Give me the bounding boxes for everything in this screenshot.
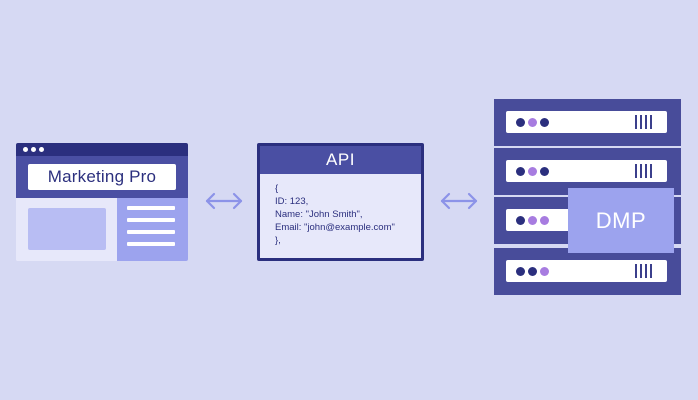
window-dot-icon bbox=[31, 147, 36, 152]
marketing-pro-window: Marketing Pro bbox=[16, 143, 188, 261]
vent-bar bbox=[650, 264, 652, 278]
server-front-panel bbox=[506, 260, 667, 282]
window-header: Marketing Pro bbox=[16, 156, 188, 198]
vent-bar bbox=[635, 115, 637, 129]
api-payload-area: { ID: 123, Name: "John Smith", Email: "john… bbox=[260, 174, 421, 258]
code-line: { bbox=[275, 183, 279, 194]
text-line bbox=[127, 218, 175, 222]
window-title-bar bbox=[16, 143, 188, 156]
image-placeholder bbox=[28, 208, 106, 250]
status-led-icon bbox=[516, 216, 525, 225]
bidirectional-arrow-icon bbox=[205, 192, 243, 210]
vent-bars-icon bbox=[635, 164, 652, 178]
status-led-icon bbox=[516, 267, 525, 276]
status-led-icon bbox=[540, 167, 549, 176]
status-led-icon bbox=[540, 216, 549, 225]
status-led-icon bbox=[516, 118, 525, 127]
status-led-icon bbox=[528, 118, 537, 127]
vent-bar bbox=[645, 164, 647, 178]
api-title: API bbox=[260, 146, 421, 174]
vent-bars-icon bbox=[635, 115, 652, 129]
window-dot-icon bbox=[39, 147, 44, 152]
window-dot-icon bbox=[23, 147, 28, 152]
text-line bbox=[127, 230, 175, 234]
vent-bar bbox=[645, 115, 647, 129]
text-line bbox=[127, 206, 175, 210]
json-payload: { ID: 123, Name: "John Smith", Email: "john… bbox=[275, 182, 395, 247]
vent-bar bbox=[635, 164, 637, 178]
status-led-icon bbox=[540, 118, 549, 127]
app-title: Marketing Pro bbox=[28, 164, 176, 190]
status-led-icon bbox=[540, 267, 549, 276]
dmp-label: DMP bbox=[568, 188, 674, 253]
vent-bars-icon bbox=[635, 264, 652, 278]
status-led-icon bbox=[528, 267, 537, 276]
vent-bar bbox=[640, 115, 642, 129]
vent-bar bbox=[640, 264, 642, 278]
code-line: Name: "John Smith", bbox=[275, 209, 363, 220]
status-led-icon bbox=[528, 167, 537, 176]
window-sidebar bbox=[117, 198, 188, 261]
code-line: ID: 123, bbox=[275, 196, 309, 207]
code-line: }, bbox=[275, 235, 281, 246]
server-unit bbox=[494, 99, 681, 146]
vent-bar bbox=[645, 264, 647, 278]
code-line: Email: "john@example.com" bbox=[275, 222, 395, 233]
server-unit bbox=[494, 248, 681, 295]
bidirectional-arrow-icon bbox=[440, 192, 478, 210]
vent-bar bbox=[635, 264, 637, 278]
status-led-icon bbox=[528, 216, 537, 225]
vent-bar bbox=[650, 164, 652, 178]
server-unit bbox=[494, 148, 681, 195]
text-line bbox=[127, 242, 175, 246]
status-led-icon bbox=[516, 167, 525, 176]
vent-bar bbox=[650, 115, 652, 129]
api-window: API { ID: 123, Name: "John Smith", Email: "… bbox=[257, 143, 424, 261]
server-front-panel bbox=[506, 111, 667, 133]
server-front-panel bbox=[506, 160, 667, 182]
vent-bar bbox=[640, 164, 642, 178]
